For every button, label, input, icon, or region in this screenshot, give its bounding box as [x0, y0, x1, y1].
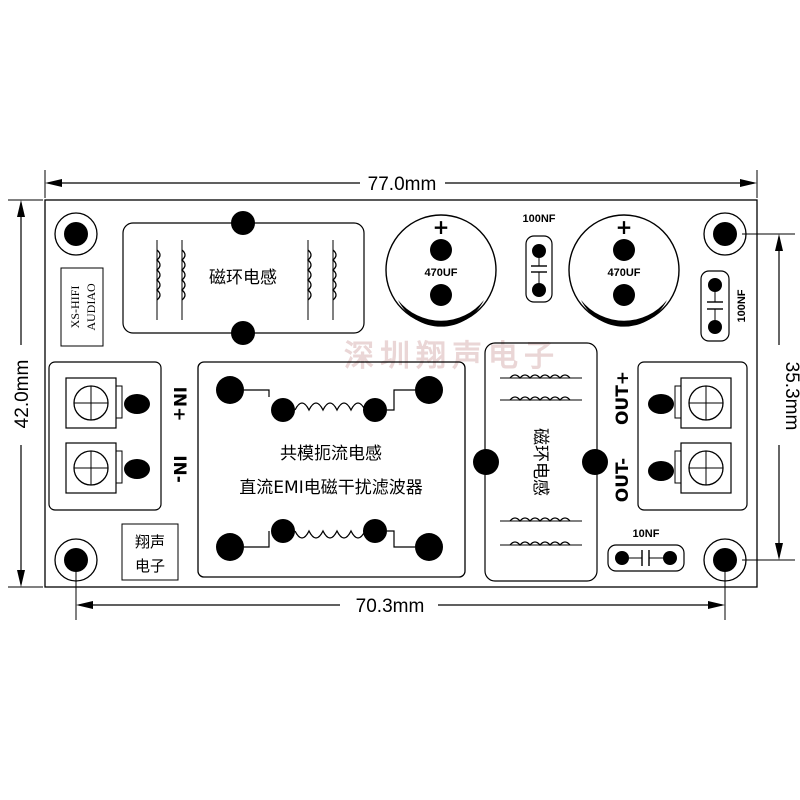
dimension-height — [8, 199, 43, 588]
film-capacitor-bottom — [607, 544, 685, 572]
output-terminal-block — [637, 361, 748, 511]
output-negative-label: OUT- — [613, 458, 633, 502]
mounting-hole-top-left — [54, 212, 98, 256]
inner-height-dimension-label: 35.3mm — [781, 362, 800, 431]
width-dimension-label: 77.0mm — [368, 174, 437, 195]
mounting-hole-bottom-right — [703, 538, 747, 582]
film-cap-right-label: 100NF — [736, 289, 748, 322]
common-mode-line-2: 直流EMI电磁干扰滤波器 — [239, 478, 422, 498]
dimension-inner-height — [742, 233, 795, 561]
maker-line-1: 翔声 — [135, 533, 165, 551]
mounting-hole-top-right — [703, 212, 747, 256]
maker-label — [121, 523, 179, 581]
maker-line-2: 电子 — [135, 557, 165, 575]
dimension-width — [44, 170, 758, 198]
brand-label: XS-HIFI AUDIAO — [60, 267, 104, 347]
input-negative-label: IN- — [169, 455, 189, 483]
top-choke-label: 磁环电感 — [209, 268, 277, 288]
dimension-hole-spacing — [75, 565, 726, 620]
brand-line-1: XS-HIFI — [68, 286, 82, 329]
pcb-outline — [44, 199, 758, 588]
cap-left-value: 470UF — [424, 267, 457, 279]
film-capacitor-top — [525, 235, 553, 303]
height-dimension-label: 42.0mm — [12, 360, 33, 429]
electrolytic-capacitor-right — [568, 214, 680, 327]
top-toroid-choke — [122, 211, 365, 345]
common-mode-choke — [197, 361, 466, 578]
cap-left-plus: + — [433, 215, 450, 239]
watermark: 深圳翔声电子 — [344, 339, 560, 374]
hole-spacing-dimension-label: 70.3mm — [356, 596, 425, 617]
right-choke-label: 磁环电感 — [530, 428, 550, 496]
common-mode-line-1: 共模扼流电感 — [280, 444, 382, 464]
input-terminal-block — [48, 361, 162, 511]
electrolytic-capacitor-left — [385, 214, 497, 327]
cap-right-value: 470UF — [607, 267, 640, 279]
input-positive-label: IN+ — [169, 387, 189, 422]
mounting-hole-bottom-left — [54, 538, 98, 582]
brand-line-2: AUDIAO — [84, 283, 98, 331]
film-cap-top-label: 100NF — [522, 213, 555, 225]
cap-right-plus: + — [616, 215, 633, 239]
output-positive-label: OUT+ — [613, 371, 633, 425]
right-toroid-choke — [473, 342, 608, 582]
film-cap-bottom-label: 10NF — [633, 528, 660, 540]
film-capacitor-right — [700, 270, 730, 342]
